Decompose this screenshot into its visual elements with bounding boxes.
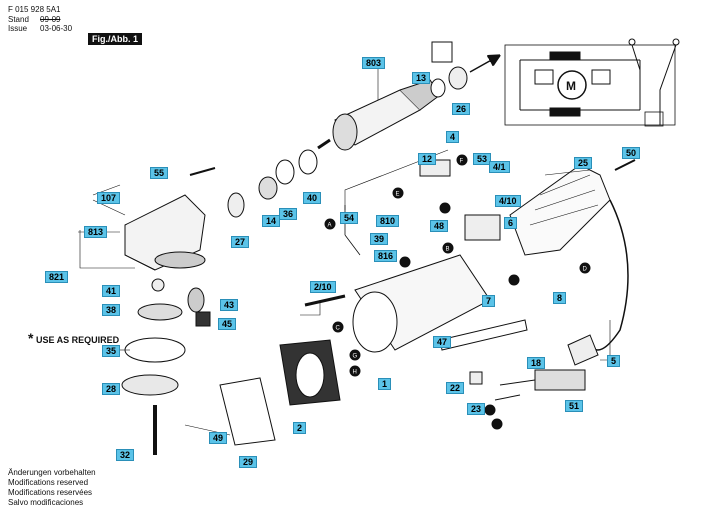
- armature: [317, 79, 441, 151]
- part-label-32: 32: [116, 449, 135, 461]
- footnote-es: Salvo modificaciones: [8, 498, 84, 507]
- cable: [589, 199, 629, 351]
- connector-B: B: [446, 247, 450, 253]
- part-label-813: 813: [84, 226, 108, 238]
- part-label-40: 40: [303, 192, 322, 204]
- nut-41: [151, 278, 165, 292]
- ring-26: [448, 66, 468, 90]
- part-label-14: 14: [262, 215, 281, 227]
- part-label-107: 107: [97, 192, 121, 204]
- pad-38: [137, 303, 183, 321]
- part-label-7: 7: [482, 295, 496, 307]
- connector-C: C: [336, 326, 341, 332]
- part-label-810: 810: [376, 215, 400, 227]
- footnote-de: Änderungen vorbehalten: [8, 468, 96, 477]
- asterisk: *: [28, 330, 34, 346]
- part-label-29: 29: [239, 456, 258, 468]
- document-number: F 015 928 5A1: [8, 5, 61, 14]
- motor-housing: [352, 254, 491, 353]
- issue-value: 03-06-30: [40, 24, 73, 33]
- part-label-2-10: 2/10: [310, 281, 336, 293]
- part-label-41: 41: [102, 285, 121, 297]
- part-label-803: 803: [362, 57, 386, 69]
- field-coil: [279, 339, 341, 406]
- part-label-36: 36: [279, 208, 298, 220]
- plug: [567, 334, 599, 366]
- switch-51: [534, 369, 586, 391]
- part-label-6: 6: [504, 217, 518, 229]
- part-label-2: 2: [293, 422, 307, 434]
- gasket-35: [124, 337, 186, 363]
- connector-D: D: [583, 267, 588, 273]
- part-label-4-10: 4/10: [495, 195, 521, 207]
- connector-G: G: [353, 354, 358, 360]
- connector-H: H: [353, 370, 357, 376]
- part-label-55: 55: [150, 167, 169, 179]
- part-label-8: 8: [553, 292, 567, 304]
- figure-title: Fig./Abb. 1: [88, 33, 142, 45]
- part-label-28: 28: [102, 383, 121, 395]
- part-label-38: 38: [102, 304, 121, 316]
- part-label-821: 821: [45, 271, 69, 283]
- part-label-26: 26: [452, 103, 471, 115]
- use-as-required-text: USE AS REQUIRED: [35, 335, 120, 345]
- part-label-53: 53: [473, 153, 492, 165]
- connector-markers: [324, 154, 591, 430]
- part-label-22: 22: [446, 382, 465, 394]
- connector-E: E: [396, 192, 400, 198]
- use-as-required-note: * USE AS REQUIRED: [28, 330, 119, 346]
- rear-handle: [509, 164, 611, 256]
- part-label-5: 5: [607, 355, 621, 367]
- part-label-12: 12: [418, 153, 437, 165]
- footnote-en: Modifications reserved: [8, 478, 89, 487]
- brush-2-10: [304, 294, 346, 307]
- ring-40: [298, 149, 318, 175]
- screw-55: [189, 167, 216, 176]
- part-label-50: 50: [622, 147, 641, 159]
- part-label-35: 35: [102, 345, 121, 357]
- part-label-39: 39: [370, 233, 389, 245]
- part-label-13: 13: [412, 72, 431, 84]
- footnote-fr: Modifications reservées: [8, 488, 93, 497]
- part-label-47: 47: [433, 336, 452, 348]
- button-22: [469, 371, 483, 385]
- slide-7: [439, 319, 528, 351]
- wiring-schematic: M: [504, 38, 680, 127]
- part-label-4-1: 4/1: [489, 161, 510, 173]
- part-label-43: 43: [220, 299, 239, 311]
- flange-28: [121, 374, 179, 396]
- ring-36: [275, 159, 295, 185]
- screw-50: [614, 159, 636, 171]
- bearing-13: [430, 78, 446, 98]
- part-label-18: 18: [527, 357, 546, 369]
- connector-F: F: [460, 159, 464, 165]
- motor-symbol: M: [566, 79, 576, 93]
- fan-guard: [219, 377, 276, 446]
- part-label-816: 816: [374, 250, 398, 262]
- part-label-45: 45: [218, 318, 237, 330]
- part-label-54: 54: [340, 212, 359, 224]
- stand-label: Stand: [8, 15, 29, 24]
- part-label-25: 25: [574, 157, 593, 169]
- gear-head-housing: [124, 194, 206, 271]
- brush-holder-top: [431, 41, 453, 63]
- gear-27: [227, 192, 245, 218]
- brush-holder-assembly: [464, 214, 501, 241]
- issue-label: Issue: [8, 24, 28, 33]
- part-label-49: 49: [209, 432, 228, 444]
- bearing-14: [258, 176, 278, 200]
- stand-value: 09-09: [40, 15, 61, 24]
- part-label-4: 4: [446, 131, 460, 143]
- connector-A: A: [328, 223, 332, 229]
- part-label-51: 51: [565, 400, 584, 412]
- part-label-48: 48: [430, 220, 449, 232]
- gear-43: [187, 287, 205, 313]
- part-label-23: 23: [467, 403, 486, 415]
- part-label-27: 27: [231, 236, 250, 248]
- part-45: [195, 311, 211, 327]
- part-label-1: 1: [378, 378, 392, 390]
